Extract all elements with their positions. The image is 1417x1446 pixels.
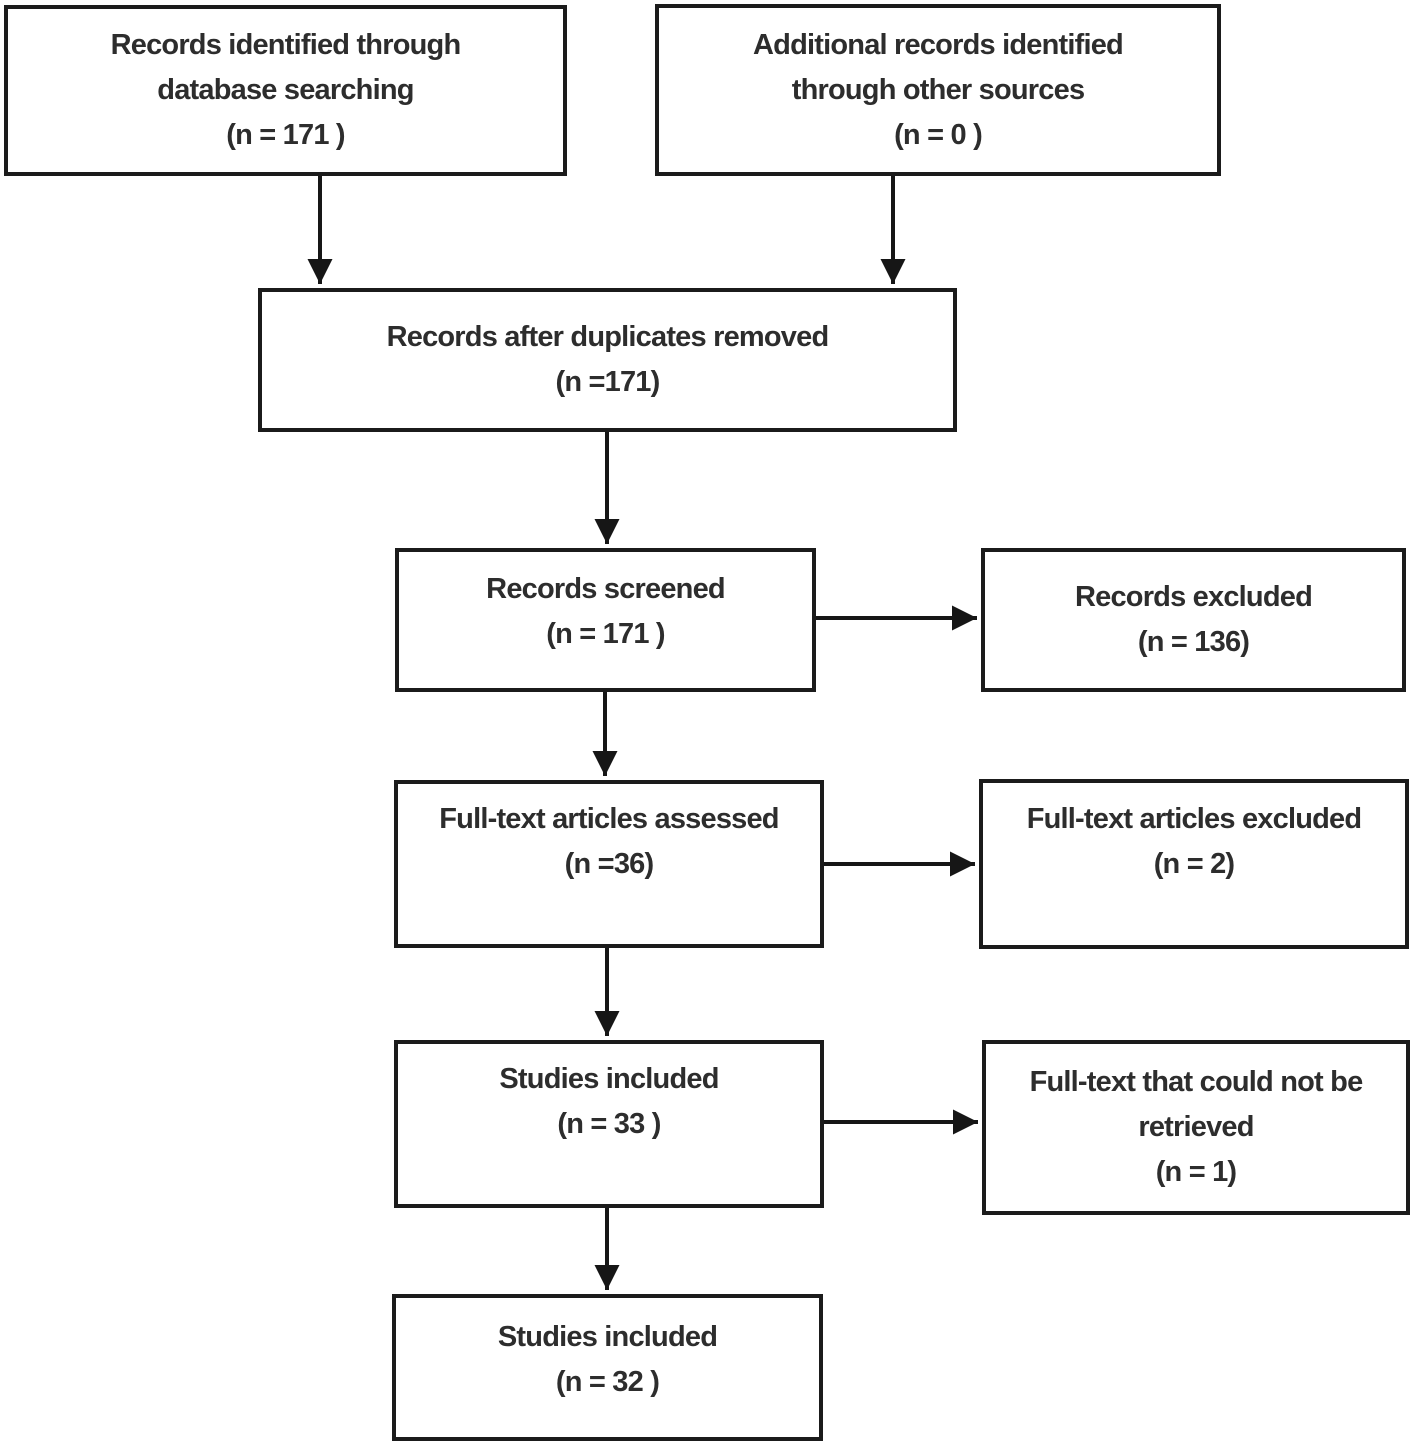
- box-text-line: database searching: [157, 74, 414, 106]
- box-text-line: Records screened: [486, 573, 725, 605]
- box-text-line: Records excluded: [1074, 581, 1313, 613]
- box-n-value: (n = 0 ): [894, 118, 983, 151]
- box-text-line: Records identified through: [110, 29, 462, 61]
- box-n-value: (n =36): [564, 848, 654, 880]
- box-text-line: Studies included: [499, 1063, 719, 1095]
- box-n-value: (n = 32 ): [555, 1365, 660, 1398]
- box-text-line: through other sources: [791, 73, 1085, 106]
- box-n-value: (n = 171 ): [546, 618, 665, 650]
- box-text-line: Full-text that could not be: [1029, 1066, 1364, 1098]
- flow-box-records-excluded: Records excluded (n = 136): [981, 548, 1406, 692]
- flow-box-records-after-duplicates-removed: Records after duplicates removed (n =171…: [258, 288, 957, 432]
- box-text-line: Full-text articles excluded: [1026, 803, 1362, 835]
- flow-box-additional-records-other-sources: Additional records identified through ot…: [655, 4, 1221, 176]
- flow-box-fulltext-articles-assessed: Full-text articles assessed (n =36): [394, 780, 824, 948]
- box-text-line: Records after duplicates removed: [386, 321, 830, 353]
- box-text-line: Studies included: [497, 1320, 718, 1353]
- box-n-value: (n = 136): [1137, 626, 1250, 658]
- box-n-value: (n =171): [555, 366, 660, 398]
- box-n-value: (n = 171 ): [226, 119, 345, 151]
- box-n-value: (n = 1): [1155, 1156, 1237, 1188]
- flow-box-fulltext-not-retrieved: Full-text that could not be retrieved (n…: [982, 1040, 1410, 1215]
- box-text-line: Additional records identified: [753, 28, 1124, 61]
- box-n-value: (n = 33 ): [557, 1108, 661, 1140]
- box-text-line: Full-text articles assessed: [439, 803, 779, 835]
- box-n-value: (n = 2): [1153, 848, 1235, 880]
- flow-box-records-screened: Records screened (n = 171 ): [395, 548, 816, 692]
- box-text-line: retrieved: [1138, 1111, 1254, 1143]
- flow-box-records-identified-database: Records identified through database sear…: [4, 5, 567, 176]
- flow-box-studies-included-33: Studies included (n = 33 ): [394, 1040, 824, 1208]
- flow-box-fulltext-articles-excluded: Full-text articles excluded (n = 2): [979, 779, 1409, 949]
- flow-box-studies-included-32: Studies included (n = 32 ): [392, 1294, 823, 1441]
